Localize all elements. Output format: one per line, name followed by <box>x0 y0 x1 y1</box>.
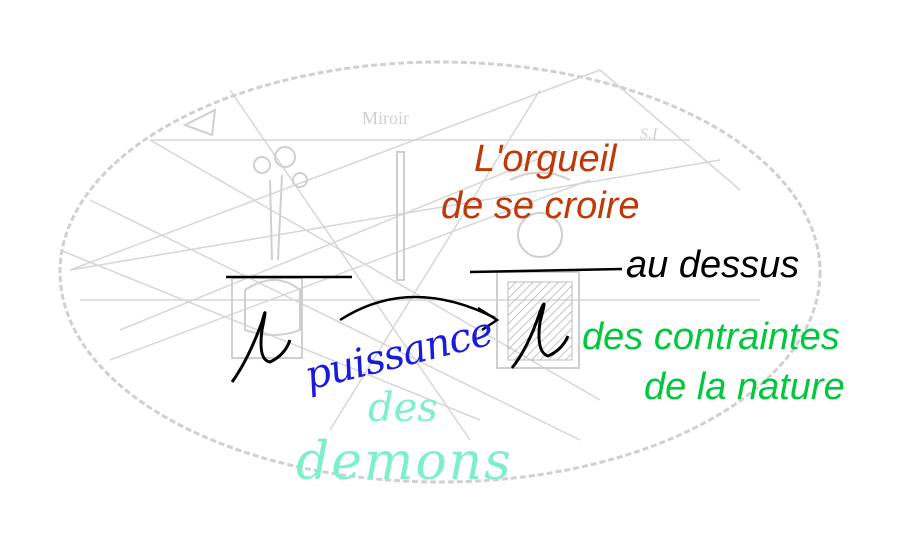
contraintes-line1: des contraintes <box>582 316 840 358</box>
triangle-marker <box>182 108 217 137</box>
right-shelf-line <box>469 267 623 274</box>
orgueil-line2: de se croire <box>441 185 640 227</box>
au-dessus-label: au dessus <box>626 244 800 286</box>
left-object-faded <box>231 146 308 359</box>
arrow-head <box>477 306 500 332</box>
des-handwritten: des <box>368 385 438 431</box>
right-scribble-figure <box>510 302 570 369</box>
outer-ellipse <box>58 60 822 484</box>
contraintes-line2: de la nature <box>644 366 845 408</box>
left-scribble-figure <box>230 311 292 383</box>
mirror-bar <box>396 151 405 281</box>
corner-label: S.I <box>640 126 658 143</box>
orgueil-line1: L'orgueil <box>474 138 617 180</box>
curved-arrow <box>339 295 496 322</box>
demons-handwritten: demons <box>296 432 513 492</box>
mirror-label: Miroir <box>362 108 409 128</box>
